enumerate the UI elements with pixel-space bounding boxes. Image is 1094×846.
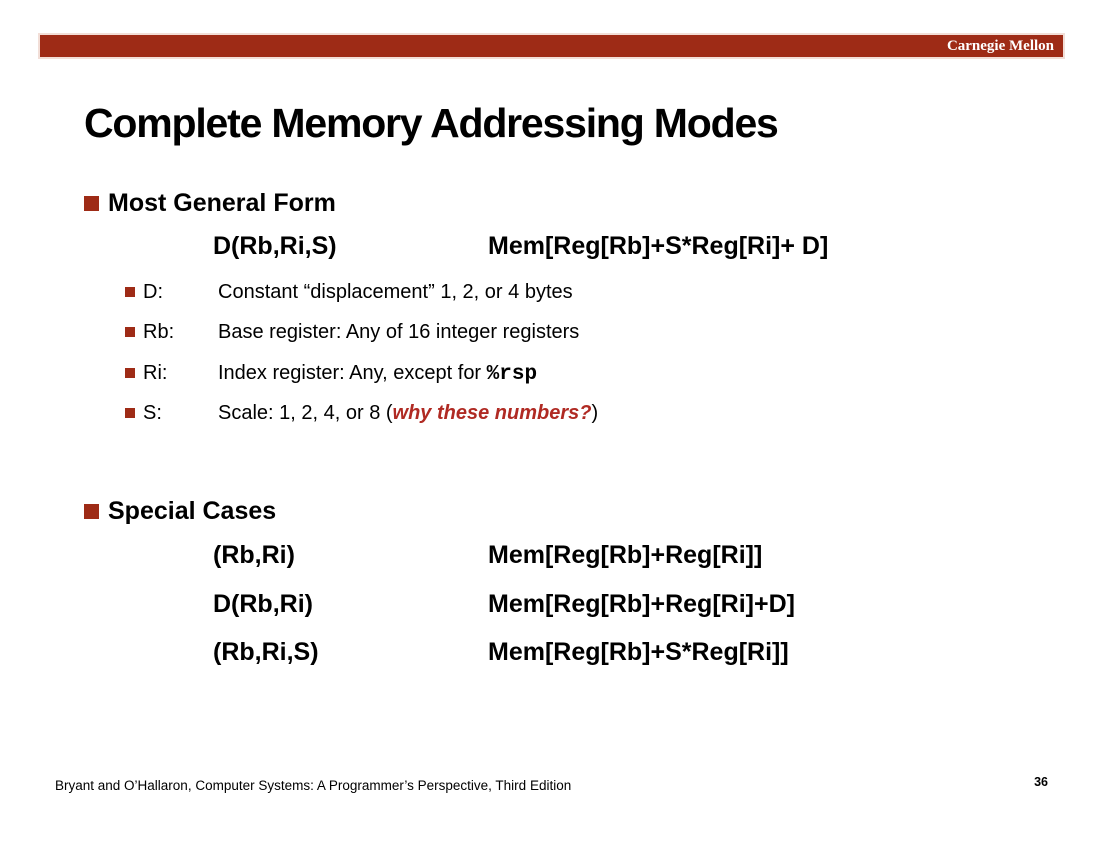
square-bullet-icon — [84, 504, 99, 519]
term-description: Scale: 1, 2, 4, or 8 (why these numbers?… — [218, 401, 905, 425]
section-heading-label: Most General Form — [108, 189, 336, 217]
list-item-base-register: Rb: Base register: Any of 16 integer reg… — [125, 320, 905, 344]
footer-citation: Bryant and O’Hallaron, Computer Systems:… — [55, 778, 572, 793]
register-code-text: %rsp — [486, 363, 538, 386]
description-text: Constant “displacement” 1, 2, or 4 bytes — [218, 281, 573, 303]
special-case-row: (Rb,Ri) Mem[Reg[Rb]+Reg[Ri]] — [213, 540, 1073, 570]
description-text: Scale: 1, 2, 4, or 8 ( — [218, 402, 393, 424]
special-case-meaning: Mem[Reg[Rb]+S*Reg[Ri]] — [488, 638, 789, 666]
section-heading-label: Special Cases — [108, 497, 277, 525]
list-item-index-register: Ri: Index register: Any, except for %rsp — [125, 361, 905, 387]
section-heading-special-cases: Special Cases — [84, 497, 276, 526]
special-case-syntax: (Rb,Ri,S) — [213, 638, 319, 666]
square-bullet-icon — [125, 408, 135, 418]
general-form-meaning: Mem[Reg[Rb]+S*Reg[Ri]+ D] — [488, 232, 829, 260]
description-suffix: ) — [591, 402, 599, 424]
term-label: Rb: — [143, 321, 175, 343]
special-case-syntax: D(Rb,Ri) — [213, 590, 313, 618]
brand-bar: Carnegie Mellon — [38, 33, 1065, 59]
special-case-meaning: Mem[Reg[Rb]+Reg[Ri]] — [488, 541, 763, 569]
brand-label: Carnegie Mellon — [946, 38, 1054, 54]
emphasis-text: why these numbers? — [392, 402, 592, 424]
term-description: Base register: Any of 16 integer registe… — [218, 320, 905, 344]
special-case-row: (Rb,Ri,S) Mem[Reg[Rb]+S*Reg[Ri]] — [213, 637, 1073, 667]
square-bullet-icon — [84, 196, 99, 211]
general-form-row: D(Rb,Ri,S) Mem[Reg[Rb]+S*Reg[Ri]+ D] — [213, 231, 1073, 261]
term-label: S: — [143, 402, 162, 424]
term-label: D: — [143, 281, 163, 303]
square-bullet-icon — [125, 327, 135, 337]
term-description: Constant “displacement” 1, 2, or 4 bytes — [218, 280, 905, 304]
square-bullet-icon — [125, 368, 135, 378]
term-description: Index register: Any, except for %rsp — [218, 361, 905, 387]
square-bullet-icon — [125, 287, 135, 297]
page-title: Complete Memory Addressing Modes — [84, 100, 779, 146]
special-case-meaning: Mem[Reg[Rb]+Reg[Ri]+D] — [488, 590, 795, 618]
description-text: Index register: Any, except for — [218, 362, 487, 384]
list-item-displacement: D: Constant “displacement” 1, 2, or 4 by… — [125, 280, 905, 304]
special-case-syntax: (Rb,Ri) — [213, 541, 295, 569]
special-case-row: D(Rb,Ri) Mem[Reg[Rb]+Reg[Ri]+D] — [213, 589, 1073, 619]
page-number: 36 — [1034, 775, 1048, 789]
description-text: Base register: Any of 16 integer registe… — [218, 321, 580, 343]
section-heading-most-general-form: Most General Form — [84, 189, 336, 218]
list-item-scale: S: Scale: 1, 2, 4, or 8 (why these numbe… — [125, 401, 905, 425]
term-label: Ri: — [143, 362, 168, 384]
general-form-syntax: D(Rb,Ri,S) — [213, 232, 337, 260]
